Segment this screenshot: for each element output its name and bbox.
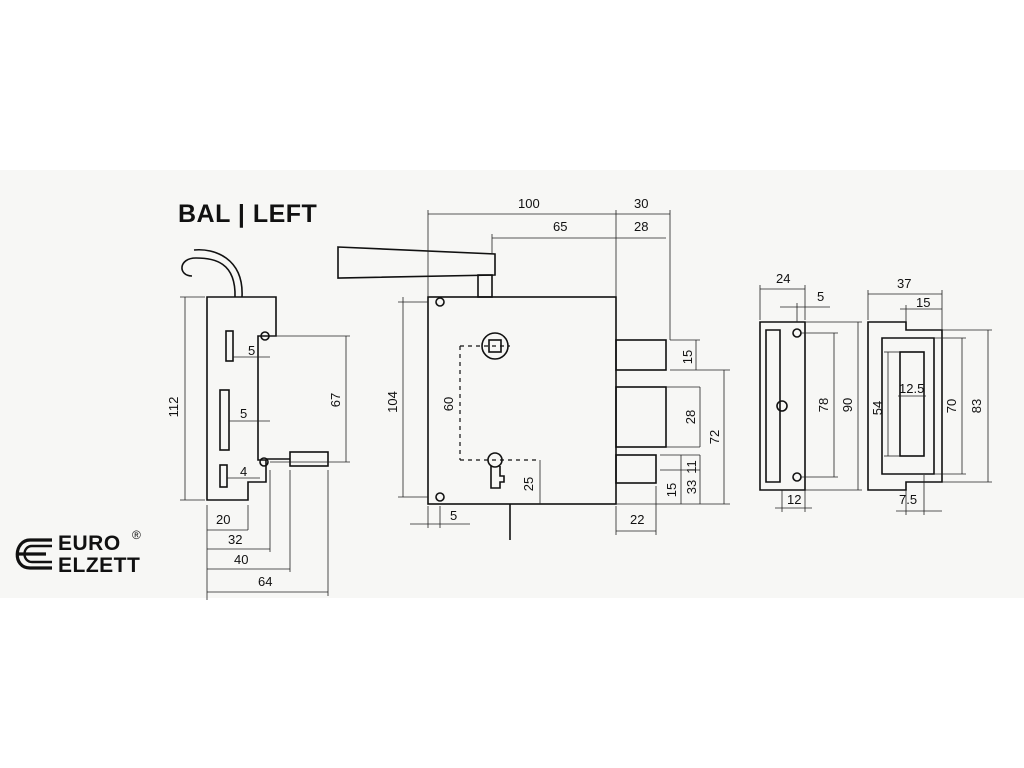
screw-bottom	[435, 492, 445, 502]
dim-67: 67	[328, 393, 343, 407]
dim-15-keeper: 15	[916, 295, 930, 310]
dim-24: 24	[776, 271, 790, 286]
dim-15-top: 15	[680, 350, 695, 364]
dim-72: 72	[707, 430, 722, 444]
drawing-sheet	[0, 170, 1024, 598]
dim-104: 104	[385, 391, 400, 413]
dim-5-bottom: 5	[450, 508, 457, 523]
front-view: 100 30 65 28 104 60 25 5 15 28 72 11 33 …	[337, 196, 730, 540]
brand-line-1: EURO	[58, 532, 121, 555]
strike-hole-bottom	[792, 472, 802, 482]
registered-mark: ®	[132, 528, 141, 542]
dim-slot-mid: 5	[240, 406, 247, 421]
dim-7-5: 7.5	[899, 492, 917, 507]
dim-64: 64	[258, 574, 272, 589]
screw-hole-top	[260, 331, 270, 341]
keeper-slot	[899, 351, 925, 457]
slot-top	[225, 330, 234, 362]
dim-33: 33	[684, 480, 699, 494]
keeper: 37 15 12.5 54 70 83 7.5	[867, 276, 992, 515]
slot-bottom	[219, 464, 228, 488]
dim-40: 40	[234, 552, 248, 567]
slot-mid	[219, 389, 230, 451]
dim-65: 65	[553, 219, 567, 234]
dim-15-low: 15	[664, 483, 679, 497]
handle-lever	[337, 246, 496, 279]
diagram-title: BAL | LEFT	[178, 200, 318, 228]
dim-12-5: 12.5	[899, 381, 924, 396]
screw-top	[435, 297, 445, 307]
dim-70: 70	[944, 399, 959, 413]
side-view: 112 67 5 5 4 20 32 40 64	[166, 248, 350, 600]
cable-loop	[181, 257, 236, 298]
dim-22: 22	[630, 512, 644, 527]
brand-logo-mark	[15, 538, 52, 570]
spindle	[289, 451, 329, 467]
dim-90: 90	[840, 398, 855, 412]
cable-loop-outer	[193, 248, 243, 298]
dim-54: 54	[870, 401, 885, 415]
dim-60: 60	[441, 397, 456, 411]
dim-37: 37	[897, 276, 911, 291]
dim-11: 11	[684, 460, 699, 474]
dim-20: 20	[216, 512, 230, 527]
strike-hole-top	[792, 328, 802, 338]
dim-30: 30	[634, 196, 648, 211]
dim-83: 83	[969, 399, 984, 413]
bolt-top	[615, 339, 667, 371]
dim-28-top: 28	[634, 219, 648, 234]
strike-hole-mid	[776, 400, 788, 412]
dim-32: 32	[228, 532, 242, 547]
dim-78: 78	[816, 398, 831, 412]
dim-5-strike: 5	[817, 289, 824, 304]
side-case	[206, 296, 277, 501]
dim-slot-top: 5	[248, 343, 255, 358]
bolt-mid	[615, 386, 667, 448]
dim-28-mid: 28	[683, 410, 698, 424]
lock-body	[427, 296, 617, 505]
brand-line-2: ELZETT	[58, 554, 141, 577]
dim-slot-bottom: 4	[240, 464, 247, 479]
strike-plate: 24 5 78 90 12	[759, 271, 862, 512]
dim-112: 112	[166, 397, 181, 418]
bolt-low	[615, 454, 657, 484]
screw-hole-bottom	[259, 457, 269, 467]
dim-25: 25	[521, 477, 536, 491]
dim-100: 100	[518, 196, 540, 211]
dim-12: 12	[787, 492, 801, 507]
